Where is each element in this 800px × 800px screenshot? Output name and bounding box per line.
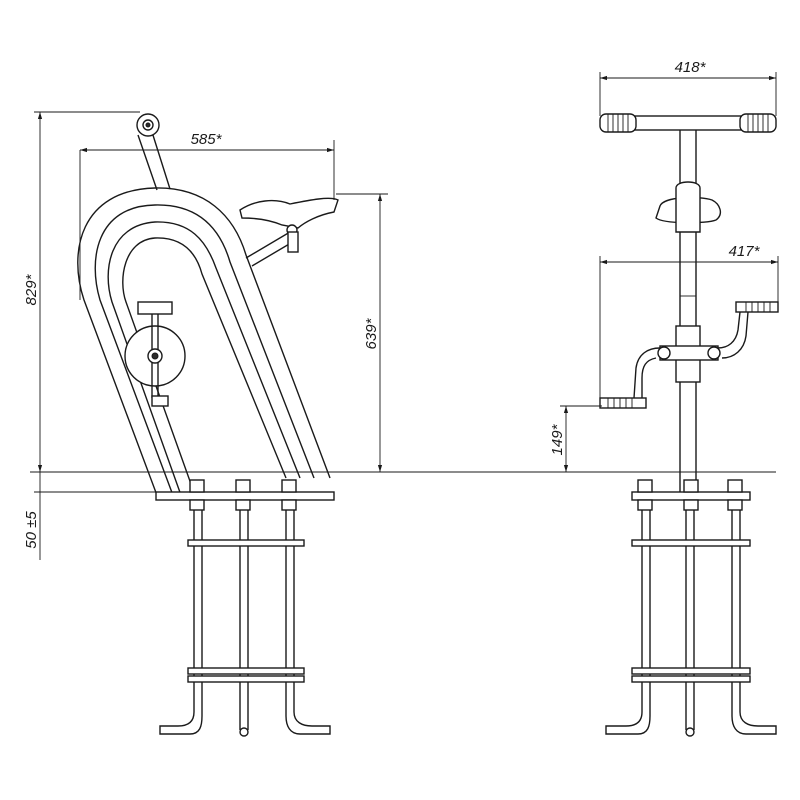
handlebar-bar: [627, 115, 747, 131]
pedal-upper: [137, 301, 173, 315]
dim-total-height-label: 829*: [23, 273, 40, 305]
pedal-right: [735, 301, 779, 313]
front-anchor-bolts: [605, 479, 777, 737]
dim-pedal-span: 417*: [599, 243, 779, 398]
handle-grip-left: [599, 113, 637, 133]
dim-total-height: 829*: [23, 111, 140, 472]
dim-pedal-span-label: 417*: [729, 243, 761, 260]
dim-handlebar-width-label: 418*: [675, 59, 707, 76]
dim-foundation-depth: 50 ±5: [23, 472, 160, 560]
dim-pedal-height-label: 149*: [549, 423, 566, 455]
seat: [239, 197, 339, 229]
dim-handlebar-width: 418*: [599, 59, 777, 116]
flywheel-axle: [151, 352, 159, 360]
crank-left: [633, 347, 661, 399]
front-anchor-crossbars: [631, 539, 751, 683]
pedal-left-treads: [607, 398, 633, 408]
seat-clamp-bolt: [287, 231, 299, 253]
front-base-plate: [631, 491, 751, 501]
seat-collar: [675, 181, 701, 233]
handle-arm: [137, 131, 171, 191]
side-view: [77, 113, 339, 737]
dim-seat-height: 639*: [336, 193, 388, 472]
frame-outer-tube-inner-edge: [94, 204, 315, 499]
side-anchor-crossbars: [187, 539, 305, 683]
dim-foundation-depth-label: 50 ±5: [23, 511, 40, 549]
pedal-lower: [151, 395, 169, 407]
frame-inner-tube: [107, 221, 301, 499]
frame-outer-tube: [77, 187, 331, 499]
side-anchor-bolts: [159, 479, 331, 737]
dim-pedal-height: 149*: [549, 405, 602, 472]
axle-cap-left: [657, 346, 671, 360]
axle-cap-right: [707, 346, 721, 360]
pedal-left: [599, 397, 647, 409]
dim-frame-width-label: 585*: [191, 131, 223, 148]
front-view: [599, 113, 779, 737]
frame-inner-tube-edge: [122, 237, 287, 499]
side-base-plate: [155, 491, 335, 501]
crank-right: [717, 311, 749, 359]
pedal-right-treads: [745, 302, 771, 312]
dim-seat-height-label: 639*: [363, 317, 380, 349]
pivot-center: [145, 122, 151, 128]
handle-grip-right: [739, 113, 777, 133]
dim-frame-width: 585*: [79, 131, 335, 300]
